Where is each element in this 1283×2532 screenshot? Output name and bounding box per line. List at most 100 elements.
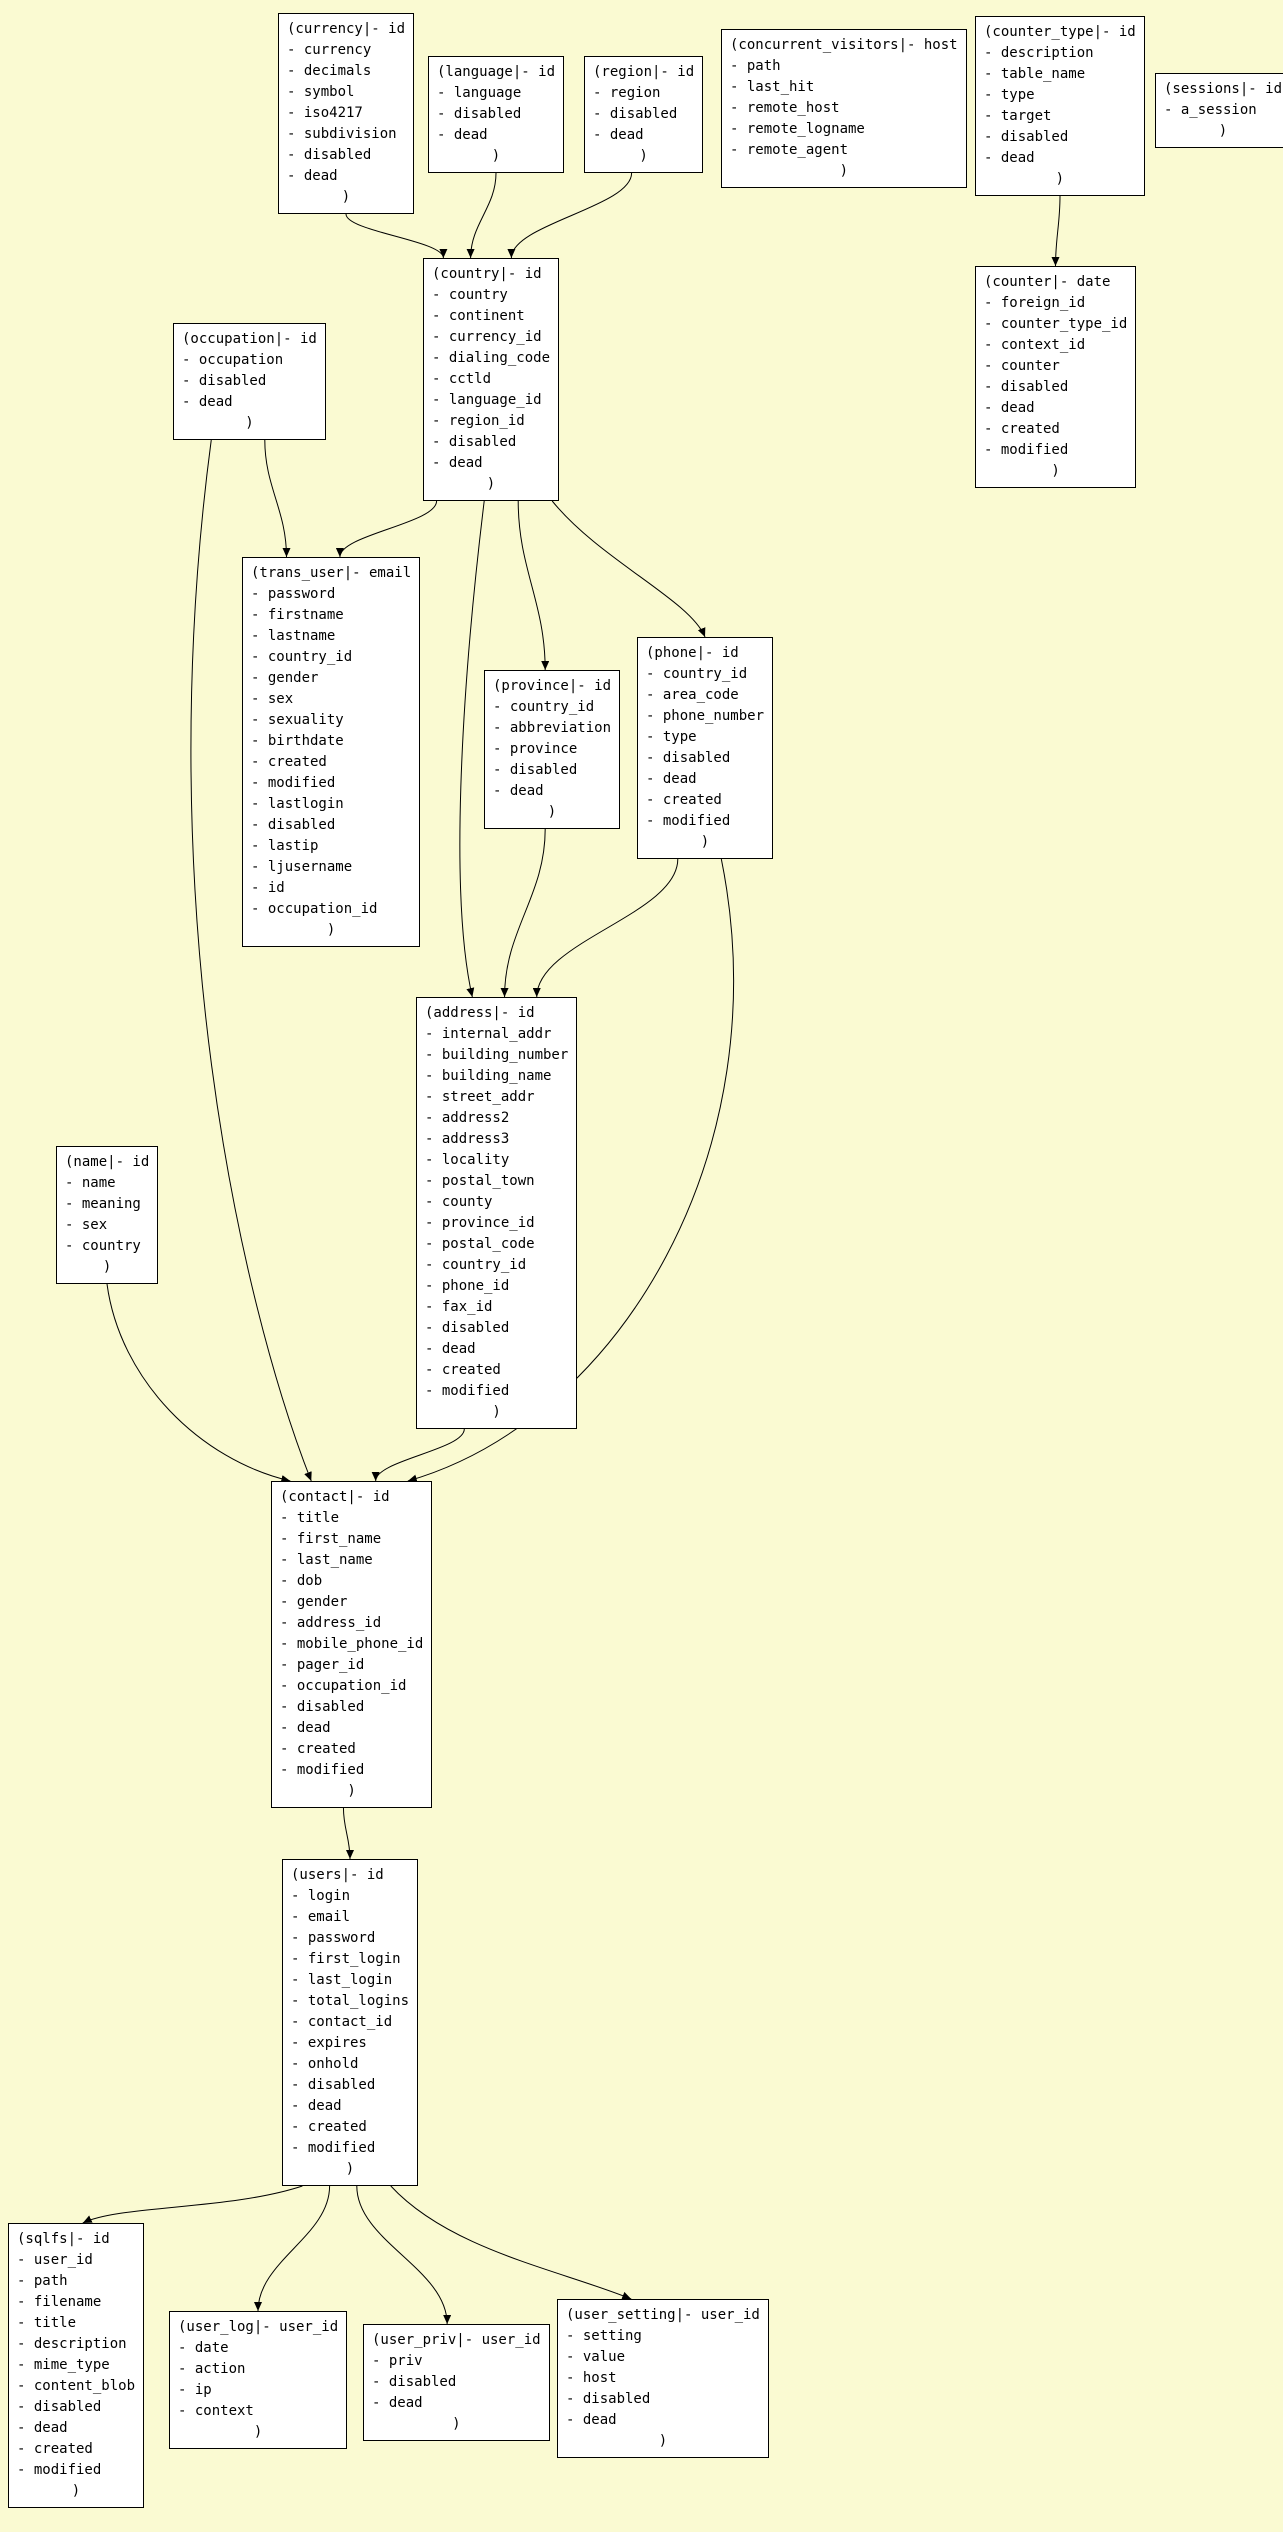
table-field: - firstname bbox=[251, 607, 344, 623]
table-field: - country_id bbox=[425, 1257, 527, 1273]
table-field: - type bbox=[646, 729, 697, 745]
table-close: ) bbox=[102, 1259, 112, 1275]
table-name: (name|- id- name- meaning- sex- country) bbox=[56, 1146, 159, 1284]
table-field: - disabled bbox=[372, 2374, 457, 2390]
edge-users-user_log bbox=[254, 2185, 331, 2312]
table-title: (occupation|- id bbox=[182, 331, 317, 347]
table-title: (counter_type|- id bbox=[984, 24, 1136, 40]
table-field: - filename bbox=[17, 2294, 102, 2310]
table-title: (currency|- id bbox=[287, 21, 406, 37]
table-field: - meaning bbox=[65, 1196, 141, 1212]
table-field: - dead bbox=[425, 1341, 476, 1357]
table-sessions: (sessions|- id- a_session) bbox=[1155, 73, 1283, 148]
table-close: ) bbox=[491, 148, 501, 164]
table-field: - building_number bbox=[425, 1047, 569, 1063]
table-field: - disabled bbox=[493, 762, 578, 778]
table-phone: (phone|- id- country_id- area_code- phon… bbox=[637, 637, 774, 859]
table-field: - mime_type bbox=[17, 2357, 110, 2373]
table-field: - disabled bbox=[646, 750, 731, 766]
table-field: - occupation bbox=[182, 352, 284, 368]
table-field: - modified bbox=[291, 2140, 376, 2156]
table-title: (sqlfs|- id bbox=[17, 2231, 110, 2247]
table-field: - sex bbox=[65, 1217, 108, 1233]
table-field: - description bbox=[17, 2336, 127, 2352]
table-close: ) bbox=[345, 2161, 355, 2177]
table-field: - region bbox=[593, 85, 661, 101]
table-field: - phone_number bbox=[646, 708, 765, 724]
table-close: ) bbox=[492, 1404, 501, 1420]
table-field: - pager_id bbox=[280, 1657, 365, 1673]
table-field: - sexuality bbox=[251, 712, 344, 728]
table-title: (name|- id bbox=[65, 1154, 150, 1170]
table-field: - first_login bbox=[291, 1951, 401, 1967]
edge-counter_type-counter bbox=[1051, 195, 1061, 267]
table-field: - sex bbox=[251, 691, 294, 707]
table-field: - priv bbox=[372, 2353, 423, 2369]
table-field: - iso4217 bbox=[287, 105, 363, 121]
table-field: - remote_host bbox=[730, 100, 840, 116]
table-field: - counter bbox=[984, 358, 1060, 374]
table-field: - street_addr bbox=[425, 1089, 535, 1105]
table-field: - disabled bbox=[593, 106, 678, 122]
table-close: ) bbox=[1055, 171, 1065, 187]
table-field: - area_code bbox=[646, 687, 739, 703]
table-field: - modified bbox=[425, 1383, 510, 1399]
table-field: - target bbox=[984, 108, 1052, 124]
table-field: - abbreviation bbox=[493, 720, 612, 736]
table-close: ) bbox=[1218, 123, 1228, 139]
table-field: - cctld bbox=[432, 371, 492, 387]
table-field: - locality bbox=[425, 1152, 510, 1168]
table-field: - last_hit bbox=[730, 79, 815, 95]
table-users: (users|- id- login- email- password- fir… bbox=[282, 1859, 419, 2186]
table-title: (users|- id bbox=[291, 1867, 384, 1883]
table-user_log: (user_log|- user_id- date- action- ip- c… bbox=[169, 2311, 348, 2449]
table-field: - password bbox=[251, 586, 336, 602]
table-field: - description bbox=[984, 45, 1094, 61]
edge-country-phone bbox=[551, 500, 706, 638]
table-field: - disabled bbox=[432, 434, 517, 450]
table-title: (province|- id bbox=[493, 678, 612, 694]
table-field: - context_id bbox=[984, 337, 1086, 353]
table-field: - foreign_id bbox=[984, 295, 1086, 311]
table-occupation: (occupation|- id- occupation- disabled- … bbox=[173, 323, 326, 440]
edge-users-user_setting bbox=[390, 2185, 632, 2300]
table-field: - ip bbox=[178, 2382, 212, 2398]
table-field: - postal_town bbox=[425, 1173, 535, 1189]
table-field: - last_name bbox=[280, 1552, 373, 1568]
table-field: - host bbox=[566, 2370, 617, 2386]
table-field: - last_login bbox=[291, 1972, 393, 1988]
table-field: - country bbox=[432, 287, 508, 303]
table-address: (address|- id- internal_addr- building_n… bbox=[416, 997, 578, 1429]
table-field: - currency_id bbox=[432, 329, 542, 345]
edge-contact-users bbox=[342, 1807, 354, 1860]
table-field: - type bbox=[984, 87, 1035, 103]
table-close: ) bbox=[326, 922, 336, 938]
table-field: - occupation_id bbox=[280, 1678, 407, 1694]
table-field: - dead bbox=[182, 394, 233, 410]
table-field: - remote_logname bbox=[730, 121, 865, 137]
table-field: - lastname bbox=[251, 628, 336, 644]
table-field: - phone_id bbox=[425, 1278, 510, 1294]
edge-country-address bbox=[459, 500, 485, 998]
table-field: - onhold bbox=[291, 2056, 359, 2072]
table-field: - disabled bbox=[251, 817, 336, 833]
table-field: - total_logins bbox=[291, 1993, 410, 2009]
table-field: - disabled bbox=[566, 2391, 651, 2407]
table-field: - modified bbox=[251, 775, 336, 791]
table-field: - context bbox=[178, 2403, 254, 2419]
table-title: (counter|- date bbox=[984, 274, 1111, 290]
table-field: - path bbox=[730, 58, 781, 74]
table-counter: (counter|- date- foreign_id- counter_typ… bbox=[975, 266, 1137, 488]
table-field: - gender bbox=[280, 1594, 348, 1610]
table-close: ) bbox=[341, 189, 351, 205]
table-close: ) bbox=[547, 804, 557, 820]
edge-name-contact bbox=[106, 1283, 291, 1483]
table-title: (user_log|- user_id bbox=[178, 2319, 339, 2335]
table-field: - region_id bbox=[432, 413, 525, 429]
table-field: - created bbox=[17, 2441, 93, 2457]
edge-language-country bbox=[466, 172, 497, 259]
edge-occupation-trans_user bbox=[264, 439, 291, 558]
edge-region-country bbox=[507, 172, 633, 259]
table-field: - dead bbox=[984, 400, 1035, 416]
table-field: - currency bbox=[287, 42, 372, 58]
